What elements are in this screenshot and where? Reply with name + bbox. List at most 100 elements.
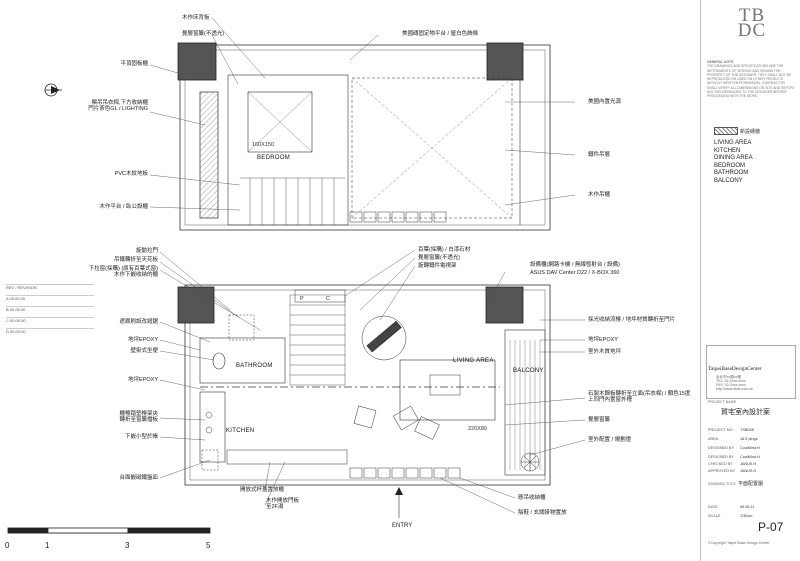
callout-lower-top-1: 百葉(採購) / 白漆石材	[418, 247, 471, 253]
callout-lower-left-8: 櫃檯踏墊檯架央 轉折至窗簾擋板	[119, 411, 158, 423]
field-key: APPROVED BY	[708, 469, 736, 473]
lower-plan	[177, 284, 551, 518]
field-value: TSB048	[740, 428, 754, 432]
callout-lower-left-10: 台面嵌磁鐵盤皿	[119, 475, 158, 481]
callout-upper-left-1: 平頂固板櫃	[120, 61, 148, 67]
general-notes: GENERAL NOTE: THE DRAWINGS AND SPECIFICA…	[707, 60, 795, 99]
date-value: 06.06.11	[740, 505, 755, 509]
area-item: LIVING AREA	[714, 140, 752, 146]
area-item: BALCONY	[714, 177, 743, 184]
revision-row: C 00.00.00	[6, 317, 94, 323]
callout-upper-top-1: 木作床背板	[182, 15, 210, 21]
project-name: 賀宅室內設計案	[721, 409, 770, 416]
callout-lower-left-4: 遮廊刷設改縫鋸	[119, 319, 158, 325]
field-value: CoolMind.H	[740, 455, 760, 459]
callout-lower-right-3: 室外木質地坪	[588, 349, 622, 355]
field-value: CoolMind.H	[740, 446, 760, 450]
field-value: 16.5 pings	[740, 437, 758, 441]
callout-upper-right-3: 木作吊櫃	[588, 192, 611, 198]
field-value: JANUS.H	[740, 462, 757, 466]
area-item: BATHROOM	[714, 170, 749, 177]
company-line: 台北市xx路xx號	[716, 375, 742, 379]
project-label: PROJECT NAME	[708, 400, 737, 404]
upper-plan	[177, 42, 551, 231]
callout-lower-bottom-right-1: 懸吊收納櫃	[518, 495, 546, 501]
field-key: DESIGNED BY	[708, 446, 734, 450]
drawing-title: 平面配置圖	[738, 481, 764, 487]
company-line: FAX: 02-2xxx-xxxx	[716, 383, 746, 387]
scale-label: SCALE	[708, 514, 721, 518]
company-line: http://www.tbdc.com.tw	[716, 387, 753, 391]
title-block	[700, 0, 800, 561]
field-key: AREA	[708, 437, 719, 441]
fixture-letter-p: P	[300, 296, 304, 302]
callout-lower-right-6: 室外配置 / 規劃燈	[588, 437, 632, 443]
company-line: TEL: 02-2xxx-xxxx	[716, 379, 746, 383]
copyright: ©Copyright Taipei Base Design Center	[708, 541, 770, 545]
room-label-balcony: BALCONY	[513, 368, 544, 374]
north-arrow-icon	[44, 83, 62, 97]
bed-dimension-label: 160X150	[252, 142, 275, 148]
callout-upper-left-2: 欄吊吊衣桿,下方收納櫃 門片茶色GL / LIGHTING	[88, 100, 148, 112]
fixture-letter-c: C	[326, 296, 330, 302]
room-label-bedroom: BEDROOM	[257, 155, 291, 161]
area-item: DINING AREA	[714, 155, 753, 162]
room-label-bathroom: BATHROOM	[236, 363, 273, 369]
callout-lower-left-5: 地坪EPOXY	[128, 337, 158, 343]
floor-plan-drawing	[7, 17, 586, 534]
av-cabinet-label: 設備櫃(網路卡機 / 無線發射台 / 設備)	[530, 262, 620, 268]
callout-lower-left-9: 下嵌小型於帳	[124, 434, 158, 440]
callout-upper-right-2: 鐵件吊層	[588, 152, 611, 158]
av-model-label: ASUS DAV Center D22 / X-BOX 360	[530, 270, 620, 276]
callout-lower-bottom-right-2: 陰鞋 / 玄關掛物置放	[518, 510, 567, 516]
callout-lower-left-2: 吊鐵轉折至天花板	[113, 257, 158, 263]
scale-value: 1/30cm	[740, 514, 753, 518]
scale-tick-1: 1	[45, 541, 50, 550]
date-label: DATE	[708, 505, 718, 509]
callout-upper-right-1: 美國內置光源	[588, 99, 622, 105]
callout-lower-bottom-1: 開放式杯蓋置放櫃	[240, 487, 285, 493]
scale-tick-5: 5	[206, 541, 211, 550]
field-key: DESIGNED BY	[708, 455, 734, 459]
callout-upper-top-3: 美國磚固定物平台 / 屋白色飾條	[402, 31, 479, 37]
callout-lower-right-2: 地坪EPOXY	[588, 337, 618, 343]
area-item: BEDROOM	[714, 162, 746, 169]
callout-lower-right-5: 覺層窗簾	[588, 417, 611, 423]
callout-upper-left-3: PVC木紋地板	[114, 171, 148, 177]
field-value: JANUS.H	[740, 469, 757, 473]
callout-lower-right-1: 採光收納流檯 / 地坪材質轉折至門片	[588, 317, 676, 323]
callout-lower-bottom-2: 木作開放門板 至2F湯	[266, 498, 300, 510]
callout-lower-left-3: 下拉窗(採購) (原有百葉式窗) 木作下嵌收納的櫃	[88, 266, 158, 278]
callout-lower-left-1: 旋動拉門	[135, 248, 158, 254]
area-list: LIVING AREA KITCHEN DINING AREA BEDROOM …	[714, 140, 753, 186]
room-label-living-area: LIVING AREA	[453, 358, 494, 364]
revision-header: REV / REVISION	[6, 284, 94, 290]
callout-upper-left-4: 木作平台 / 臥公設櫃	[99, 204, 148, 210]
brick-wall-legend-swatch	[714, 127, 738, 135]
scale-tick-3: 3	[125, 541, 130, 550]
entry-label: ENTRY	[392, 523, 413, 529]
scale-tick-0: 0	[5, 541, 10, 550]
revision-row: B 00.00.00	[6, 306, 94, 312]
room-label-kitchen: KITCHEN	[226, 428, 255, 434]
company-box	[706, 345, 796, 399]
callout-lower-left-7: 地坪EPOXY	[128, 377, 158, 383]
field-key: CHECKED BY	[708, 462, 733, 466]
callout-upper-top-2: 覺層窗簾(不透光)	[182, 31, 225, 37]
area-item: KITCHEN	[714, 147, 741, 154]
sofa-dimension-label: 220X80	[468, 426, 487, 432]
callout-lower-left-6: 壁掛式坐便	[130, 348, 158, 354]
scale-bar	[7, 527, 211, 534]
callout-lower-top-3: 旋轉鐵件電視架	[418, 263, 457, 269]
brick-wall-legend-label: 新設磚牆	[740, 129, 761, 135]
field-key: PROJECT NO.	[708, 428, 734, 432]
tbdc-logo: TB DC	[737, 5, 767, 41]
lower-leaders	[159, 249, 586, 514]
plant-icon	[520, 452, 540, 472]
callout-lower-top-2: 覺層窗簾(不透光)	[418, 255, 461, 261]
company-name: TaipeiBaseDesignCenter	[708, 366, 762, 372]
page-number: P-07	[758, 520, 784, 534]
revision-row: D 00.00.00	[6, 328, 94, 334]
revision-row: A 00.00.00	[6, 295, 94, 301]
